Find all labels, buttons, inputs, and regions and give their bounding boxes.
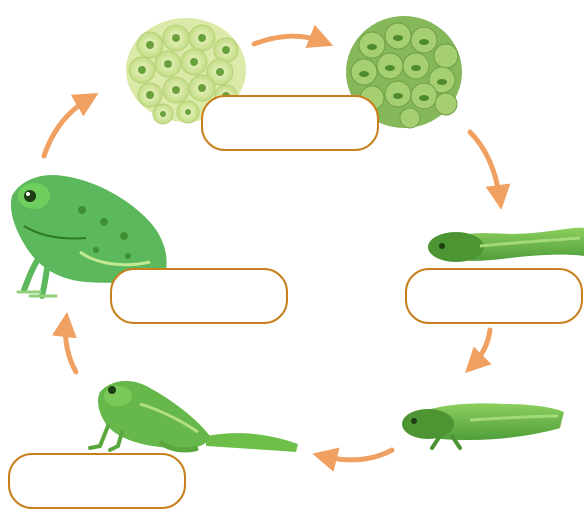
cycle-arrows <box>41 24 511 472</box>
tadpole-with-legs-icon <box>402 403 564 450</box>
arrow-froglet-to-frog <box>51 312 79 375</box>
label-box-froglet[interactable] <box>8 453 186 509</box>
egg-cluster-icon <box>126 18 246 125</box>
developing-egg-cluster-icon <box>346 16 462 129</box>
arrow-tadpole-to-legged-tadpole <box>464 327 493 374</box>
arrow-legged-tadpole-to-froglet <box>312 447 395 472</box>
adult-frog-icon <box>10 174 167 299</box>
label-box-eggs[interactable] <box>201 95 379 151</box>
arrow-frog-to-eggs <box>41 92 99 159</box>
tadpole-icon <box>428 227 584 262</box>
arrow-eggs-to-developing <box>251 24 334 49</box>
label-box-tadpole[interactable] <box>405 268 583 324</box>
froglet-with-tail-icon <box>88 380 298 453</box>
label-box-frog[interactable] <box>110 268 288 324</box>
arrow-developing-to-tadpole <box>467 129 511 210</box>
